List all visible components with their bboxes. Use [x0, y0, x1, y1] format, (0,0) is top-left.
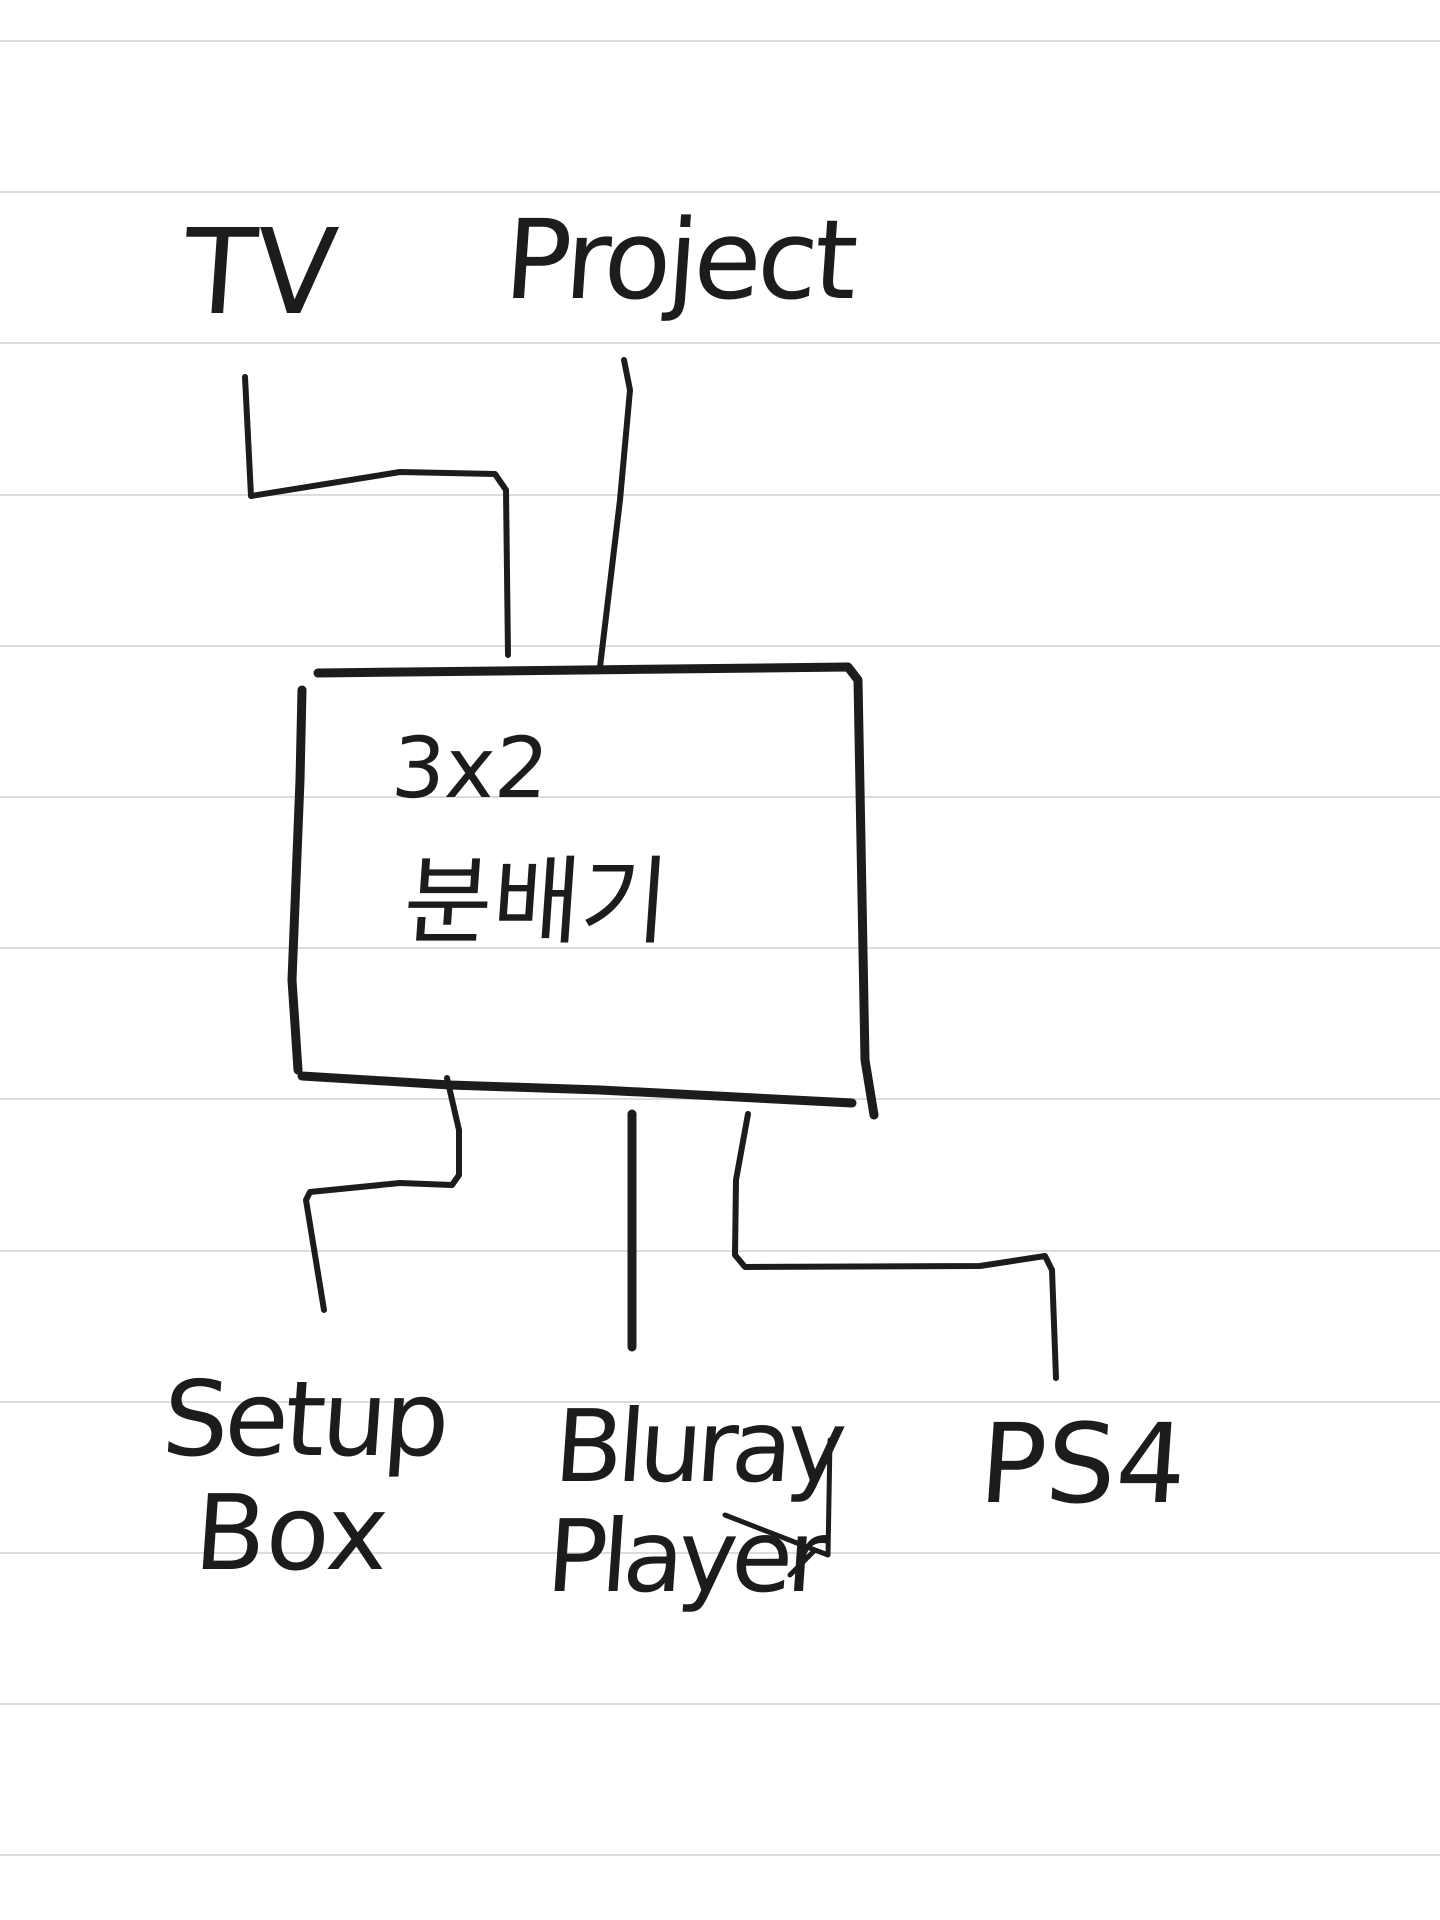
output-label-setup-box: Setup Box: [151, 1358, 450, 1595]
setup-box-connection: [303, 1075, 462, 1313]
splitter-spec: 3x2: [388, 719, 553, 817]
ps4-connection: [732, 1111, 1059, 1381]
input-label-tv: TV: [179, 203, 342, 341]
setup-box-line2: Box: [190, 1472, 393, 1595]
rule-line: [0, 947, 1440, 949]
rule-line: [0, 1552, 1440, 1554]
rule-line: [0, 796, 1440, 798]
rule-line: [0, 40, 1440, 42]
rule-line: [0, 191, 1440, 193]
rule-line: [0, 1401, 1440, 1403]
rule-line: [0, 645, 1440, 647]
setup-box-line1: Setup: [158, 1358, 450, 1480]
bluray-line2: Player: [543, 1498, 827, 1615]
input-label-project: Project: [500, 196, 858, 324]
output-label-ps4: PS4: [975, 1400, 1191, 1528]
ps4-line1: PS4: [975, 1400, 1191, 1528]
rule-line: [0, 1250, 1440, 1252]
rule-line: [0, 342, 1440, 344]
splitter-name: 분배기: [400, 846, 673, 958]
output-label-bluray-player: Bluray Player: [543, 1388, 845, 1615]
tv-connection: [242, 374, 511, 658]
rule-line: [0, 494, 1440, 496]
bluray-arrow-mark: [722, 1437, 833, 1578]
splitter-box: [287, 662, 879, 1120]
bluray-line1: Bluray: [550, 1388, 845, 1505]
rule-line: [0, 1703, 1440, 1705]
rule-line: [0, 1854, 1440, 1856]
project-connection: [597, 357, 633, 670]
